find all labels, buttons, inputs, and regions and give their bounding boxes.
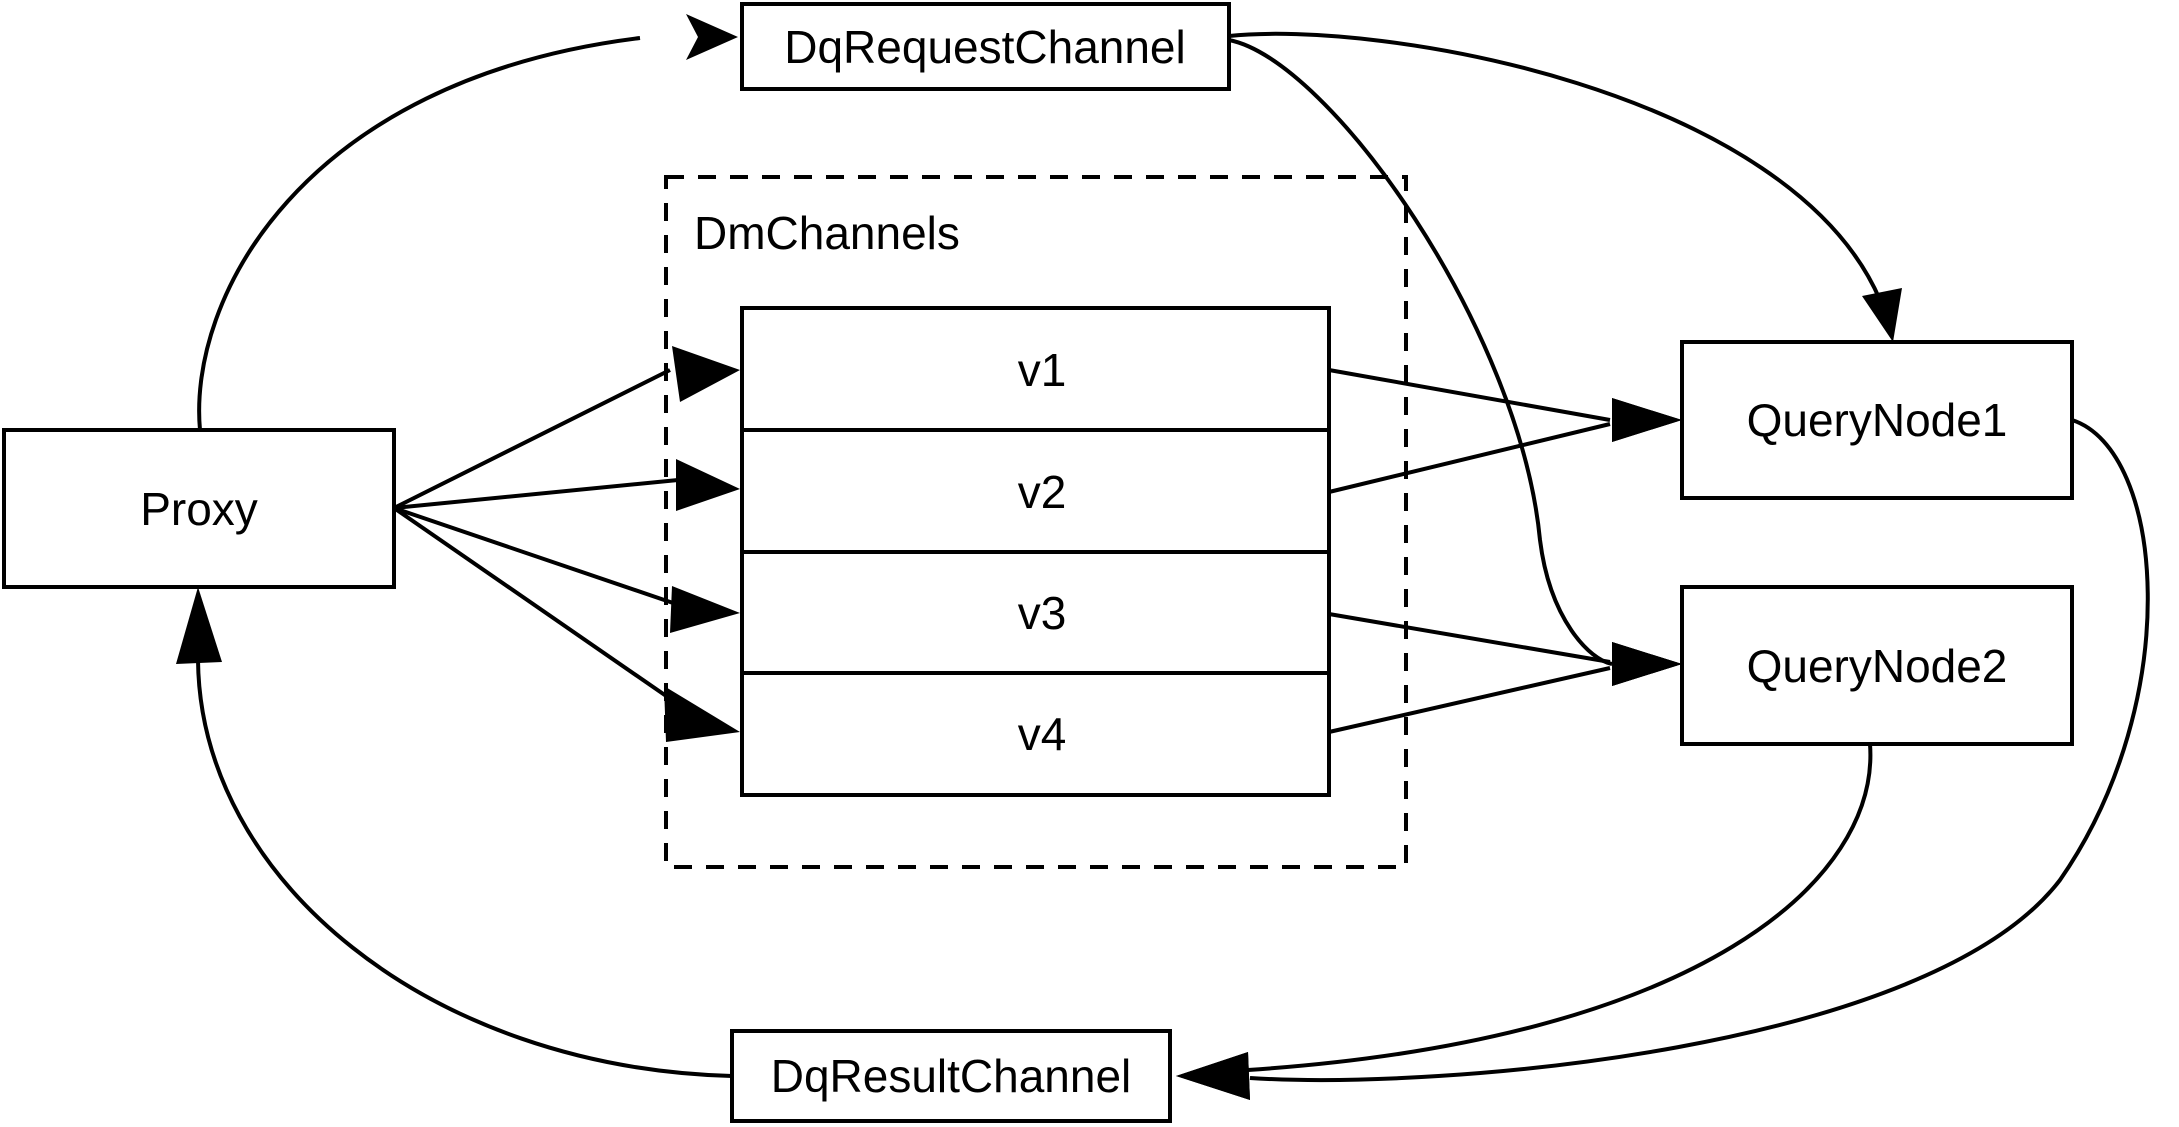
channel-row-v3[interactable]: v3: [1018, 587, 1067, 639]
channel-table: v1 v2 v3 v4: [740, 306, 1331, 797]
edge-dq-request-channel-to-query-node-1: [1228, 31, 1902, 342]
edge-proxy-to-v3: [393, 506, 740, 633]
node-query-node-1[interactable]: QueryNode1: [1680, 340, 2074, 500]
channel-row-v4[interactable]: v4: [1018, 708, 1067, 760]
edge-dq-result-channel-to-proxy: [176, 587, 733, 1078]
node-query-node-1-label: QueryNode1: [1747, 394, 2008, 446]
edge-proxy-to-v2: [393, 459, 740, 511]
dm-channels-label: DmChannels: [694, 207, 960, 259]
dm-channels-group: DmChannels: [664, 175, 1408, 869]
edge-query-node-2-to-dq-result-channel: [1176, 743, 1873, 1100]
edge-dq-request-channel-to-query-node-2: [1228, 38, 1682, 686]
node-dq-request-channel[interactable]: DqRequestChannel: [740, 2, 1231, 91]
node-dq-result-channel-label: DqResultChannel: [771, 1050, 1132, 1102]
channel-row-v1[interactable]: v1: [1018, 344, 1067, 396]
edge-v2-to-query-node-1: [1328, 398, 1682, 494]
channel-row-v2[interactable]: v2: [1018, 466, 1067, 518]
edge-proxy-to-dq-request-channel: [197, 14, 738, 431]
node-dq-result-channel[interactable]: DqResultChannel: [730, 1029, 1172, 1123]
node-dq-request-channel-label: DqRequestChannel: [784, 21, 1186, 73]
edge-proxy-to-v4: [392, 506, 740, 742]
node-query-node-2-label: QueryNode2: [1747, 640, 2008, 692]
node-query-node-2[interactable]: QueryNode2: [1680, 585, 2074, 746]
node-proxy-label: Proxy: [140, 483, 258, 535]
edge-proxy-to-v1: [393, 346, 740, 510]
node-proxy[interactable]: Proxy: [2, 428, 396, 589]
